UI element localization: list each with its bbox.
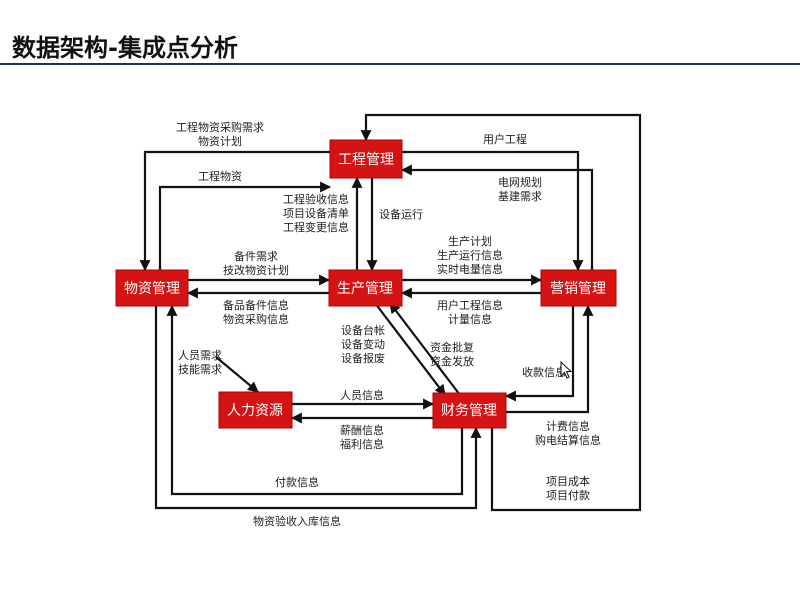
edge-fin-to-mat	[166, 304, 464, 496]
node-materials-label: 物资管理	[124, 281, 180, 297]
label-prod-to-mkt-1: 生产计划	[448, 234, 492, 248]
edge-fin-to-prod	[389, 302, 461, 396]
edge-mat-to-eng	[158, 181, 332, 270]
edge-mkt-to-eng	[400, 164, 594, 270]
label-payment: 付款信息	[275, 475, 319, 489]
label-prod-to-fin-2: 设备变动	[341, 337, 385, 351]
label-billing-1: 计费信息	[546, 419, 590, 433]
label-fin-hr-2: 福利信息	[340, 437, 384, 451]
node-hr: 人力资源	[218, 391, 293, 429]
label-prod-to-mkt-3: 实时电量信息	[437, 262, 503, 276]
label-billing-2: 购电结算信息	[535, 433, 601, 447]
label-prod-to-mkt-2: 生产运行信息	[437, 248, 503, 262]
mouse-cursor-icon	[560, 360, 573, 379]
label-proj-2: 项目付款	[546, 488, 590, 502]
label-collection: 收款信息	[522, 365, 566, 379]
node-finance: 财务管理	[432, 392, 507, 429]
node-hr-label: 人力资源	[227, 403, 283, 419]
page-title: 数据架构-集成点分析	[12, 34, 238, 62]
label-prod-to-eng-3: 工程变更信息	[283, 220, 349, 234]
label-prod-to-eng-1: 工程验收信息	[283, 192, 349, 206]
label-mkt-to-prod-1: 用户工程信息	[437, 298, 503, 312]
label-mat-receipt: 物资验收入库信息	[253, 514, 341, 528]
node-engineering-label: 工程管理	[338, 152, 394, 168]
label-fin-hr-1: 薪酬信息	[340, 423, 384, 437]
edge-fin-to-eng	[360, 113, 642, 512]
label-mkt-grid-2: 基建需求	[498, 189, 542, 203]
label-mkt-to-prod-2: 计量信息	[448, 312, 492, 326]
edge-labels: 工程物资采购需求 物资计划 工程物资 工程验收信息 项目设备清单 工程变更信息 …	[176, 120, 601, 528]
label-hr-need-1: 人员需求	[178, 349, 222, 362]
label-mat-to-prod-2: 技改物资计划	[223, 263, 289, 277]
node-production: 生产管理	[328, 269, 403, 307]
node-engineering: 工程管理	[329, 139, 403, 179]
edges	[139, 113, 642, 512]
edge-prod-to-fin	[374, 302, 446, 396]
label-prod-to-mat-2: 物资采购信息	[223, 312, 289, 326]
node-finance-label: 财务管理	[441, 403, 497, 419]
label-hr-fin-people: 人员信息	[340, 388, 384, 402]
label-prod-to-mat-1: 备品备件信息	[223, 298, 289, 312]
label-fin-to-prod-2: 资金发放	[430, 354, 474, 368]
node-production-label: 生产管理	[337, 281, 393, 297]
node-marketing-label: 营销管理	[550, 281, 606, 297]
label-hr-need-2: 技能需求	[178, 362, 222, 376]
label-prod-to-fin-1: 设备台帐	[341, 323, 385, 337]
edge-eng-to-mkt	[402, 150, 584, 272]
label-mkt-grid-1: 电网规划	[498, 175, 542, 189]
node-materials: 物资管理	[115, 269, 189, 307]
label-mat-to-prod-1: 备件需求	[234, 249, 278, 263]
label-prod-to-eng-2: 项目设备清单	[283, 206, 349, 220]
node-marketing: 营销管理	[540, 269, 617, 307]
edge-fin-to-mkt	[506, 304, 594, 414]
edge-mat-to-fin	[154, 306, 482, 510]
label-mkt-user-project: 用户工程	[483, 132, 527, 146]
edge-eng-to-mat-plan	[139, 150, 330, 272]
label-proj-1: 项目成本	[546, 474, 590, 488]
edge-mkt-to-fin	[504, 306, 575, 402]
label-eng-to-mat-1: 工程物资采购需求	[176, 120, 264, 134]
label-eng-to-mat-2: 物资计划	[198, 134, 242, 148]
title-divider	[0, 63, 800, 65]
edge-hr-needs	[215, 356, 259, 393]
label-prod-to-fin-3: 设备报废	[341, 351, 385, 365]
label-eng-to-prod: 设备运行	[379, 207, 423, 221]
label-fin-to-prod-1: 资金批复	[430, 340, 474, 354]
label-mat-to-eng: 工程物资	[198, 169, 242, 183]
